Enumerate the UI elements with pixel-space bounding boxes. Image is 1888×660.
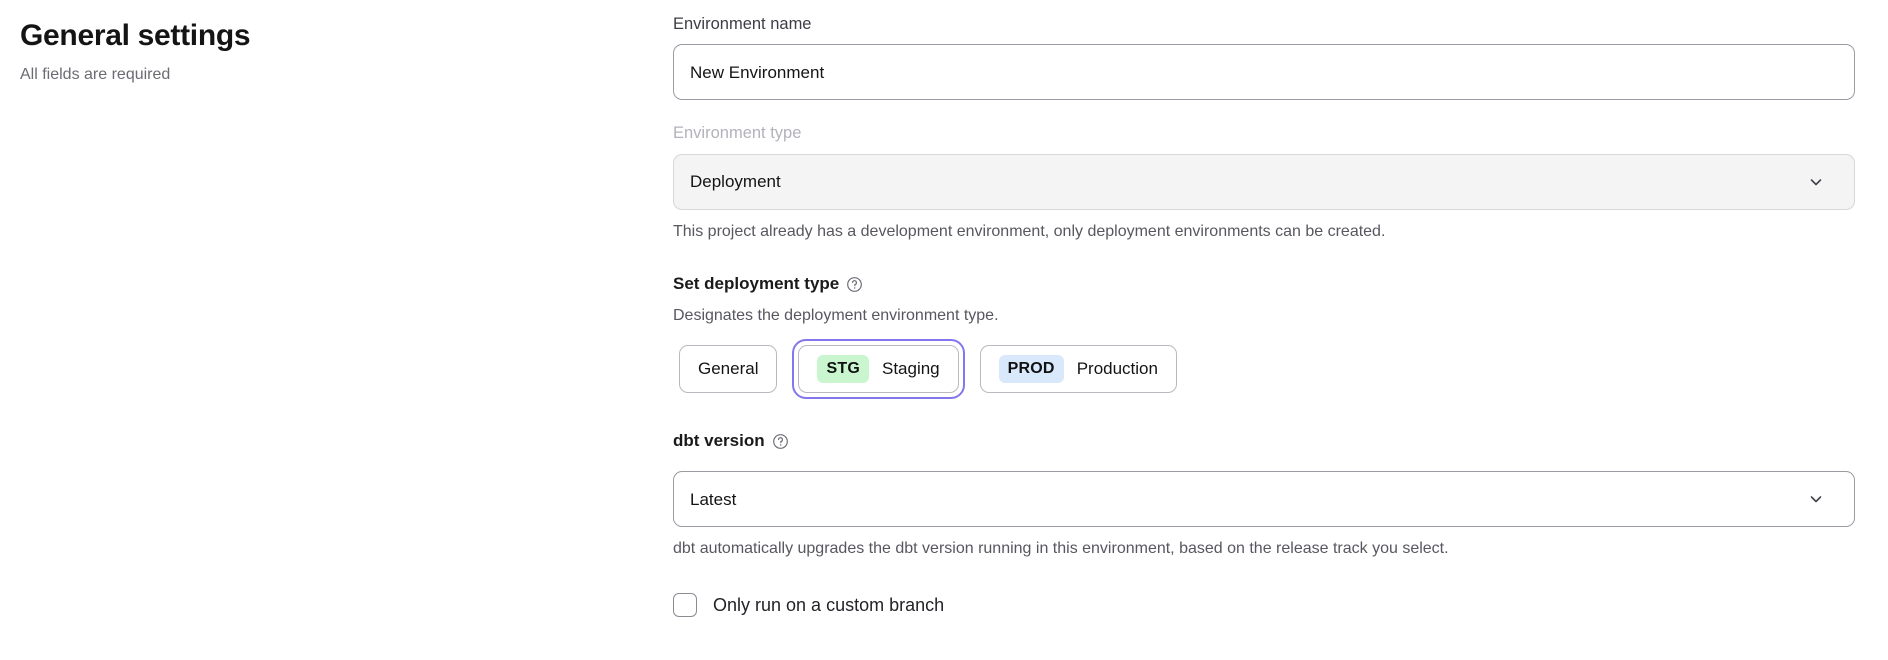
deployment-option-general-label: General xyxy=(698,359,759,379)
environment-name-label: Environment name xyxy=(673,15,812,33)
environment-name-field-group: Environment name New Environment xyxy=(673,14,1855,101)
environment-type-help-text: This project already has a development e… xyxy=(673,222,1386,240)
deployment-type-options: General STG Staging PROD Production xyxy=(673,339,1855,400)
dbt-version-label: dbt version xyxy=(673,431,765,451)
production-badge: PROD xyxy=(998,355,1064,384)
environment-name-value: New Environment xyxy=(690,62,825,82)
deployment-option-production-label: Production xyxy=(1076,359,1158,379)
deployment-type-description: Designates the deployment environment ty… xyxy=(673,307,999,325)
environment-type-value: Deployment xyxy=(690,172,781,192)
custom-branch-checkbox[interactable] xyxy=(673,592,697,617)
environment-name-input[interactable]: New Environment xyxy=(673,44,1855,101)
deployment-type-group: Set deployment type Designates the deplo… xyxy=(673,274,1855,400)
deployment-option-staging-wrapper: STG Staging xyxy=(792,339,965,400)
deployment-option-staging[interactable]: STG Staging xyxy=(798,345,959,394)
dbt-version-help-text: dbt automatically upgrades the dbt versi… xyxy=(673,540,1449,558)
page-subtitle: All fields are required xyxy=(20,66,171,83)
dbt-version-select[interactable]: Latest xyxy=(673,471,1855,528)
deployment-option-general[interactable]: General xyxy=(679,345,778,394)
question-circle-icon[interactable] xyxy=(846,276,863,293)
dbt-version-value: Latest xyxy=(690,489,737,509)
dbt-version-heading: dbt version xyxy=(673,431,1855,451)
environment-type-select[interactable]: Deployment xyxy=(673,153,1855,210)
question-circle-icon[interactable] xyxy=(772,433,789,450)
dbt-version-group: dbt version Latest dbt automatically upg… xyxy=(673,431,1855,560)
environment-type-field-group: Environment type Deployment This project… xyxy=(673,123,1855,242)
deployment-type-label: Set deployment type xyxy=(673,274,840,294)
page-header: General settings All fields are required xyxy=(20,18,620,86)
deployment-type-heading: Set deployment type xyxy=(673,274,1855,294)
custom-branch-row: Only run on a custom branch xyxy=(673,592,1855,617)
general-settings-form: Environment name New Environment Environ… xyxy=(673,14,1855,617)
staging-badge: STG xyxy=(817,355,869,384)
deployment-option-production-wrapper: PROD Production xyxy=(974,339,1183,399)
custom-branch-label: Only run on a custom branch xyxy=(713,594,945,615)
chevron-down-icon xyxy=(1808,174,1824,190)
deployment-option-staging-label: Staging xyxy=(881,359,940,379)
deployment-option-general-wrapper: General xyxy=(673,339,783,399)
page-title: General settings xyxy=(20,19,251,52)
deployment-option-production[interactable]: PROD Production xyxy=(979,345,1177,394)
chevron-down-icon xyxy=(1808,491,1824,507)
environment-type-label: Environment type xyxy=(673,124,802,143)
